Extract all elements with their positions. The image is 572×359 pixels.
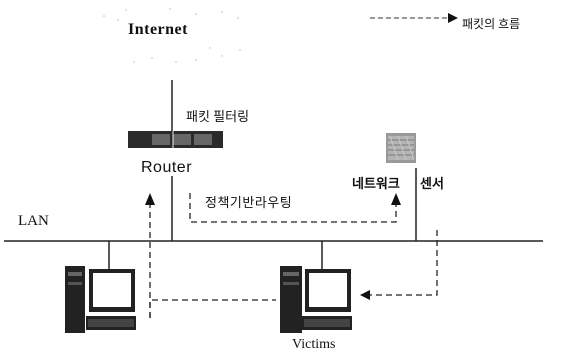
network-label: 네트워크	[352, 176, 400, 191]
legend-label: 패킷의 흐름	[462, 17, 521, 31]
arrow-icon-left-victim	[360, 290, 370, 300]
arrow-icon-up-router	[145, 193, 155, 205]
computer-icon-victim	[280, 266, 352, 333]
packet-filtering-label: 패킷 필터링	[186, 109, 250, 124]
sensor-label: 센서	[420, 176, 444, 191]
lan-label: LAN	[18, 213, 49, 229]
router-icon	[128, 131, 223, 148]
legend-arrow-icon	[448, 13, 458, 23]
internet-label: Internet	[128, 21, 188, 38]
sensor-icon	[386, 133, 416, 163]
policy-routing-label: 정책기반라우팅	[205, 195, 293, 210]
packet-flow-path	[149, 193, 438, 318]
victims-label: Victims	[292, 337, 336, 352]
internet-cloud-icon	[103, 8, 241, 63]
computer-icon-left	[65, 266, 136, 333]
arrow-icon-up-sensor	[391, 193, 401, 205]
router-label: Router	[141, 159, 193, 176]
